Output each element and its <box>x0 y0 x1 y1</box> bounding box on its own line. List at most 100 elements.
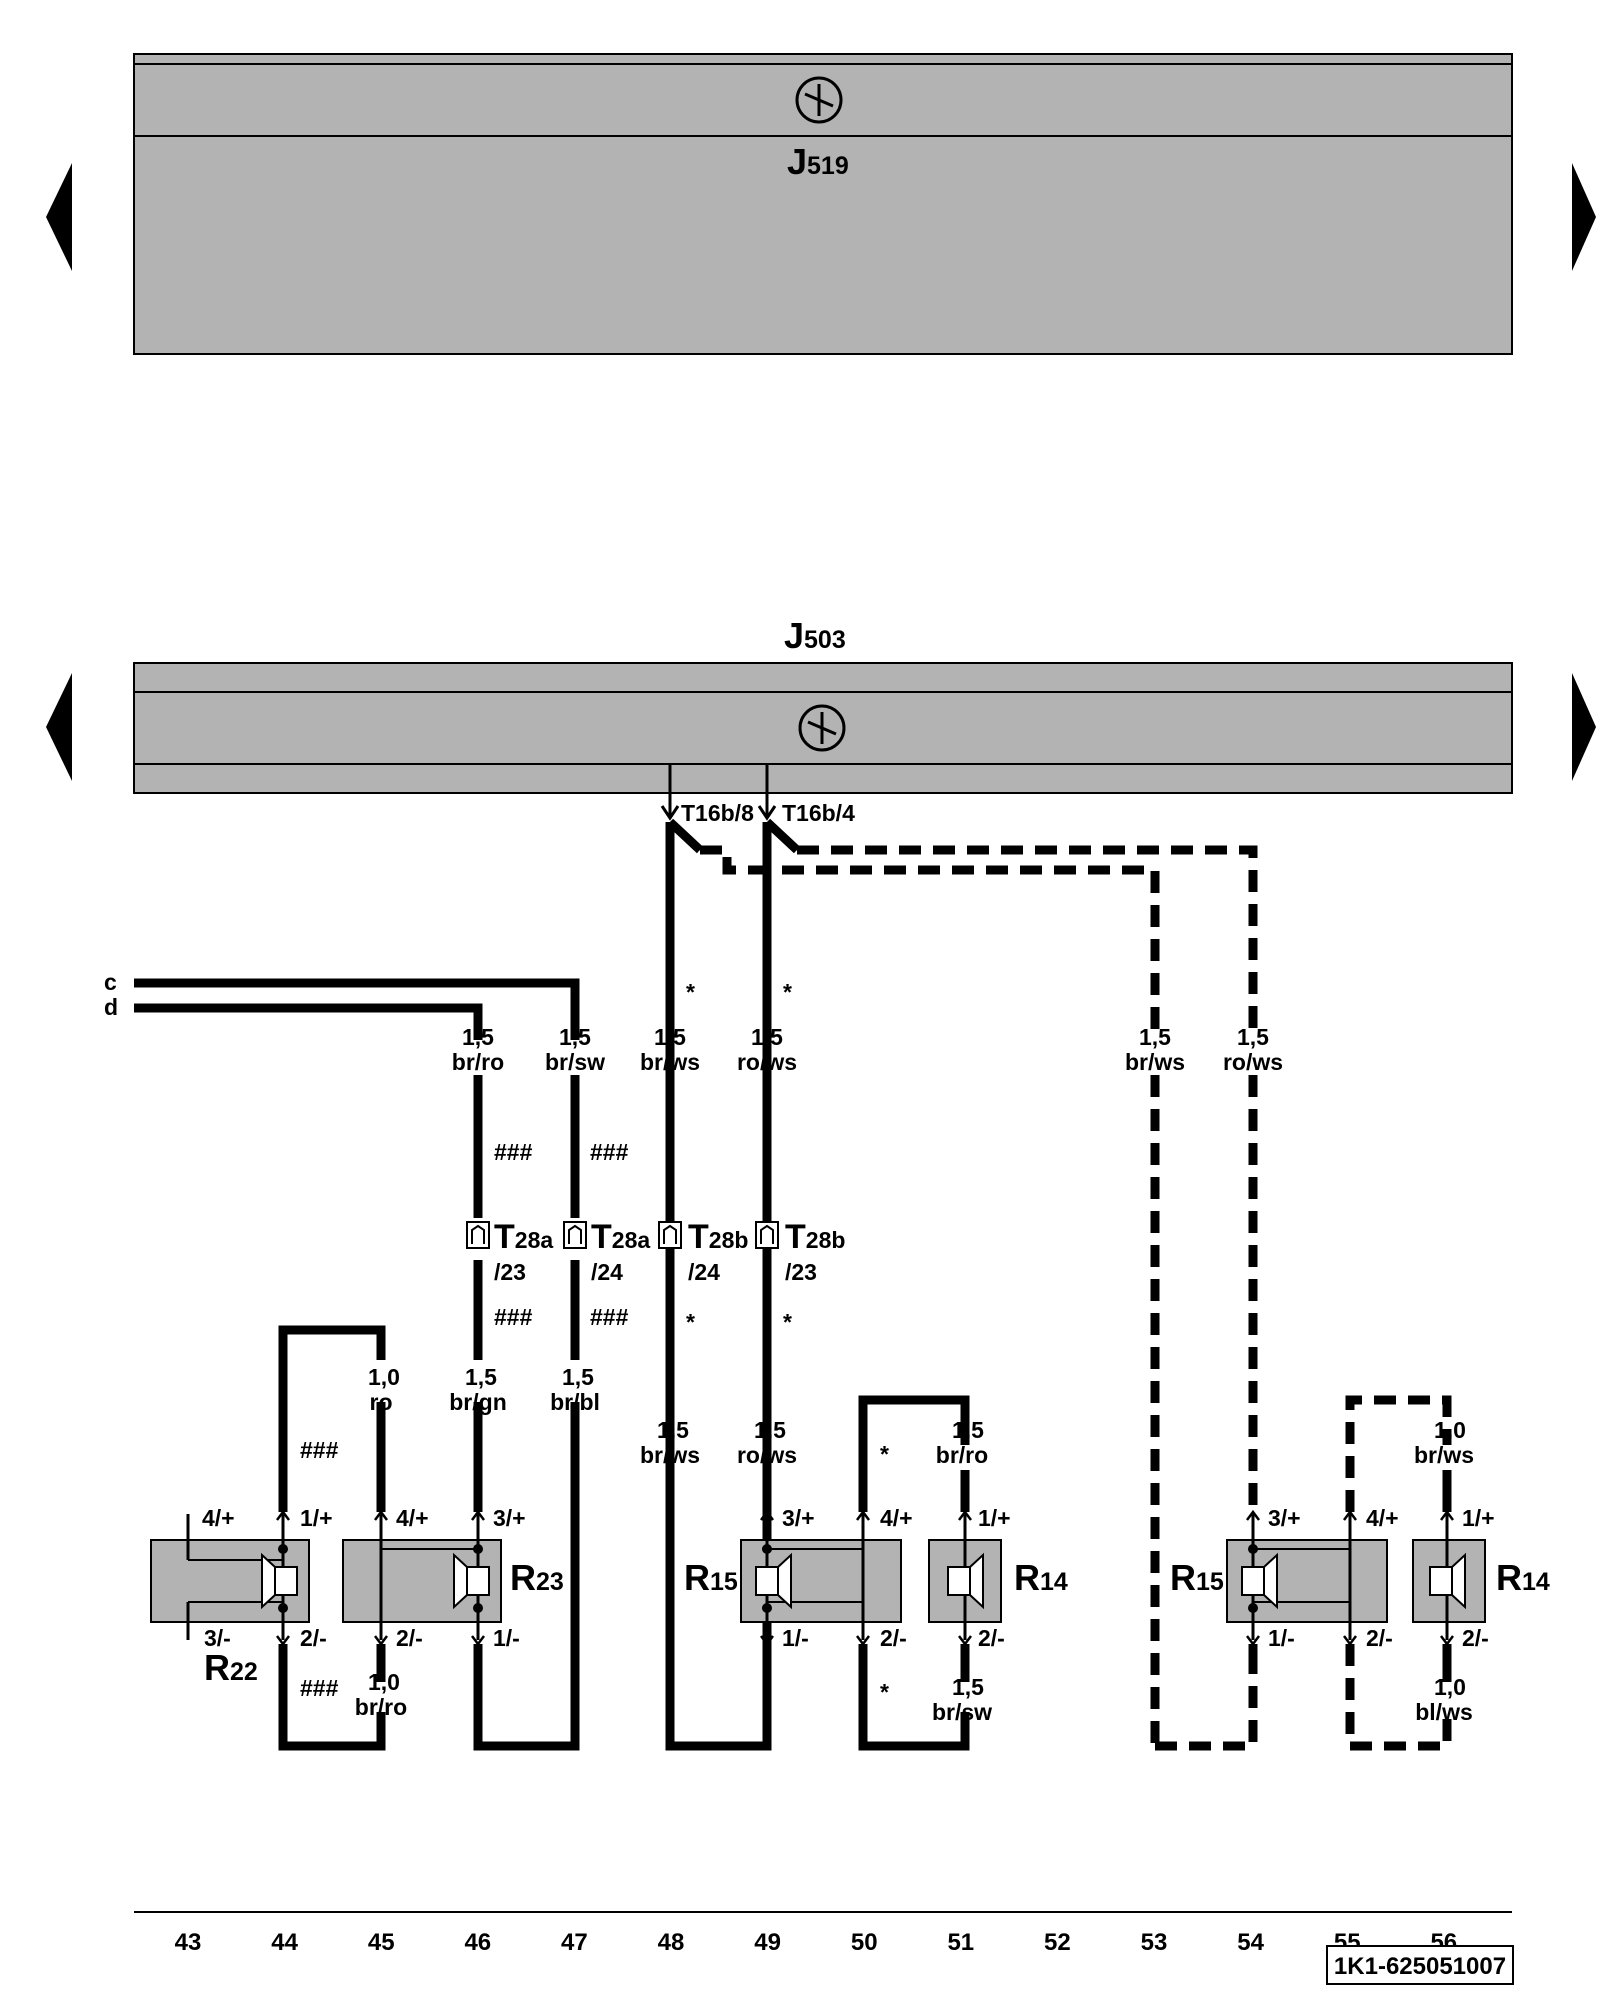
column-number: 48 <box>658 1929 685 1956</box>
wire-48-color: br/ws <box>640 1049 700 1075</box>
pin-label: 3/+ <box>1268 1505 1301 1531</box>
page-next-arrow-icon[interactable] <box>1572 673 1596 781</box>
star-mark: * <box>880 1441 889 1467</box>
hash-mark: ### <box>590 1139 629 1165</box>
wire-45b-color: br/ro <box>355 1694 407 1720</box>
wire-51b-size: 1,5 <box>952 1674 984 1700</box>
wire-48-size: 1,5 <box>654 1024 686 1050</box>
module-j519: J519 <box>133 53 1513 355</box>
page-prev-arrow-icon[interactable] <box>46 163 72 271</box>
column-number: 49 <box>754 1929 781 1956</box>
connector-t28a-24: T28a /24 <box>563 1218 650 1285</box>
hash-mark: ### <box>300 1675 339 1701</box>
wire-47b-color: br/bl <box>550 1389 600 1415</box>
column-number: 54 <box>1237 1929 1264 1956</box>
wire-51-color: br/ro <box>936 1442 988 1468</box>
hash-mark: ### <box>300 1437 339 1463</box>
page-prev-arrow-icon[interactable] <box>46 673 72 781</box>
wire-49b-size: 1,5 <box>754 1417 786 1443</box>
star-mark: * <box>686 979 695 1005</box>
component-r14-label: R14 <box>1014 1557 1068 1598</box>
wire-47-size: 1,5 <box>559 1024 591 1050</box>
svg-text:T28b: T28b <box>688 1218 748 1256</box>
svg-text:T28a: T28a <box>591 1218 650 1256</box>
pin-label: 2/- <box>880 1625 907 1651</box>
column-number: 53 <box>1141 1929 1168 1956</box>
wire-49-size: 1,5 <box>751 1024 783 1050</box>
speaker-icon <box>1429 1552 1466 1610</box>
star-mark: * <box>783 1309 792 1335</box>
document-number-box: 1K1-625051007 <box>1326 1945 1514 1985</box>
svg-text:/23: /23 <box>785 1259 817 1285</box>
component-r14-label: R14 <box>1496 1557 1550 1598</box>
pin-label: 3/- <box>204 1625 231 1651</box>
speaker-icon <box>947 1552 984 1610</box>
wire-54-size: 1,5 <box>1237 1024 1269 1050</box>
speaker-r14-front: 1/+ 2/- R14 <box>928 1505 1068 1651</box>
speaker-r22: 4/+ 1/+ 3/- 2/- R22 <box>150 1505 333 1688</box>
speaker-icon <box>453 1552 490 1610</box>
ground-symbol-icon <box>798 704 846 752</box>
ground-symbol-icon <box>795 76 843 124</box>
wire-46b-size: 1,5 <box>465 1364 497 1390</box>
wire-56-size: 1,0 <box>1434 1417 1466 1443</box>
pin-label: 4/+ <box>880 1505 913 1531</box>
wire-53-color: br/ws <box>1125 1049 1185 1075</box>
star-mark: * <box>783 979 792 1005</box>
wire-48b-color: br/ws <box>640 1442 700 1468</box>
column-number: 47 <box>561 1929 588 1956</box>
wire-end-d: d <box>104 994 118 1020</box>
solid-wires <box>134 818 1452 1751</box>
connector-t16b4-label: T16b/4 <box>782 800 855 826</box>
column-number: 43 <box>175 1929 202 1956</box>
column-number: 44 <box>271 1929 298 1956</box>
marks: ### ### ### ### ### ### * * * * * * <box>300 979 889 1705</box>
pin-label: 1/+ <box>1462 1505 1495 1531</box>
connector-blocks: T28a /23 T28a /24 T28b /24 T28b /23 <box>466 1218 845 1285</box>
pin-label: 1/+ <box>300 1505 333 1531</box>
column-number: 50 <box>851 1929 878 1956</box>
speaker-r23: 4/+ 3/+ 2/- 1/- R23 <box>342 1505 564 1651</box>
wire-46b-color: br/gn <box>449 1389 507 1415</box>
wire-53-size: 1,5 <box>1139 1024 1171 1050</box>
module-j503-label: J503 <box>784 615 846 656</box>
svg-text:/24: /24 <box>591 1259 623 1285</box>
pin-label: 1/- <box>1268 1625 1295 1651</box>
star-mark: * <box>686 1309 695 1335</box>
wire-46-size: 1,5 <box>462 1024 494 1050</box>
speaker-r14-rear: 1/+ 2/- R14 <box>1412 1505 1550 1651</box>
wire-48b-size: 1,5 <box>657 1417 689 1443</box>
wire-47-color: br/sw <box>545 1049 605 1075</box>
svg-text:/23: /23 <box>494 1259 526 1285</box>
page-next-arrow-icon[interactable] <box>1572 163 1596 271</box>
pin-arrows <box>276 1509 1454 1647</box>
pin-label: 1/- <box>493 1625 520 1651</box>
hash-mark: ### <box>494 1304 533 1330</box>
component-r22-label: R22 <box>204 1647 258 1688</box>
wire-49b-color: ro/ws <box>737 1442 797 1468</box>
connector-t28b-23: T28b /23 <box>755 1218 845 1285</box>
column-number: 52 <box>1044 1929 1071 1956</box>
speaker-icon <box>261 1552 298 1610</box>
component-r15-label: R15 <box>1170 1557 1224 1598</box>
dashed-wires <box>700 845 1452 1751</box>
module-j519-label: J519 <box>787 141 849 182</box>
pin-label: 2/- <box>396 1625 423 1651</box>
wire-56b-size: 1,0 <box>1434 1674 1466 1700</box>
speaker-r15-rear: 3/+ 4/+ 1/- 2/- R15 <box>1170 1505 1399 1651</box>
component-r15-label: R15 <box>684 1557 738 1598</box>
pin-label: 4/+ <box>1366 1505 1399 1531</box>
pin-label: 3/+ <box>782 1505 815 1531</box>
pin-label: 2/- <box>978 1625 1005 1651</box>
connector-t28a-23: T28a /23 <box>466 1218 553 1285</box>
column-number: 46 <box>464 1929 491 1956</box>
wire-56-color: br/ws <box>1414 1442 1474 1468</box>
speaker-icon <box>755 1552 792 1610</box>
column-number: 51 <box>947 1929 974 1956</box>
speaker-r15-front: 3/+ 4/+ 1/- 2/- R15 <box>684 1505 913 1651</box>
wire-end-c: c <box>104 969 117 995</box>
speaker-icon <box>1241 1552 1278 1610</box>
svg-text:/24: /24 <box>688 1259 720 1285</box>
pin-label: 2/- <box>300 1625 327 1651</box>
